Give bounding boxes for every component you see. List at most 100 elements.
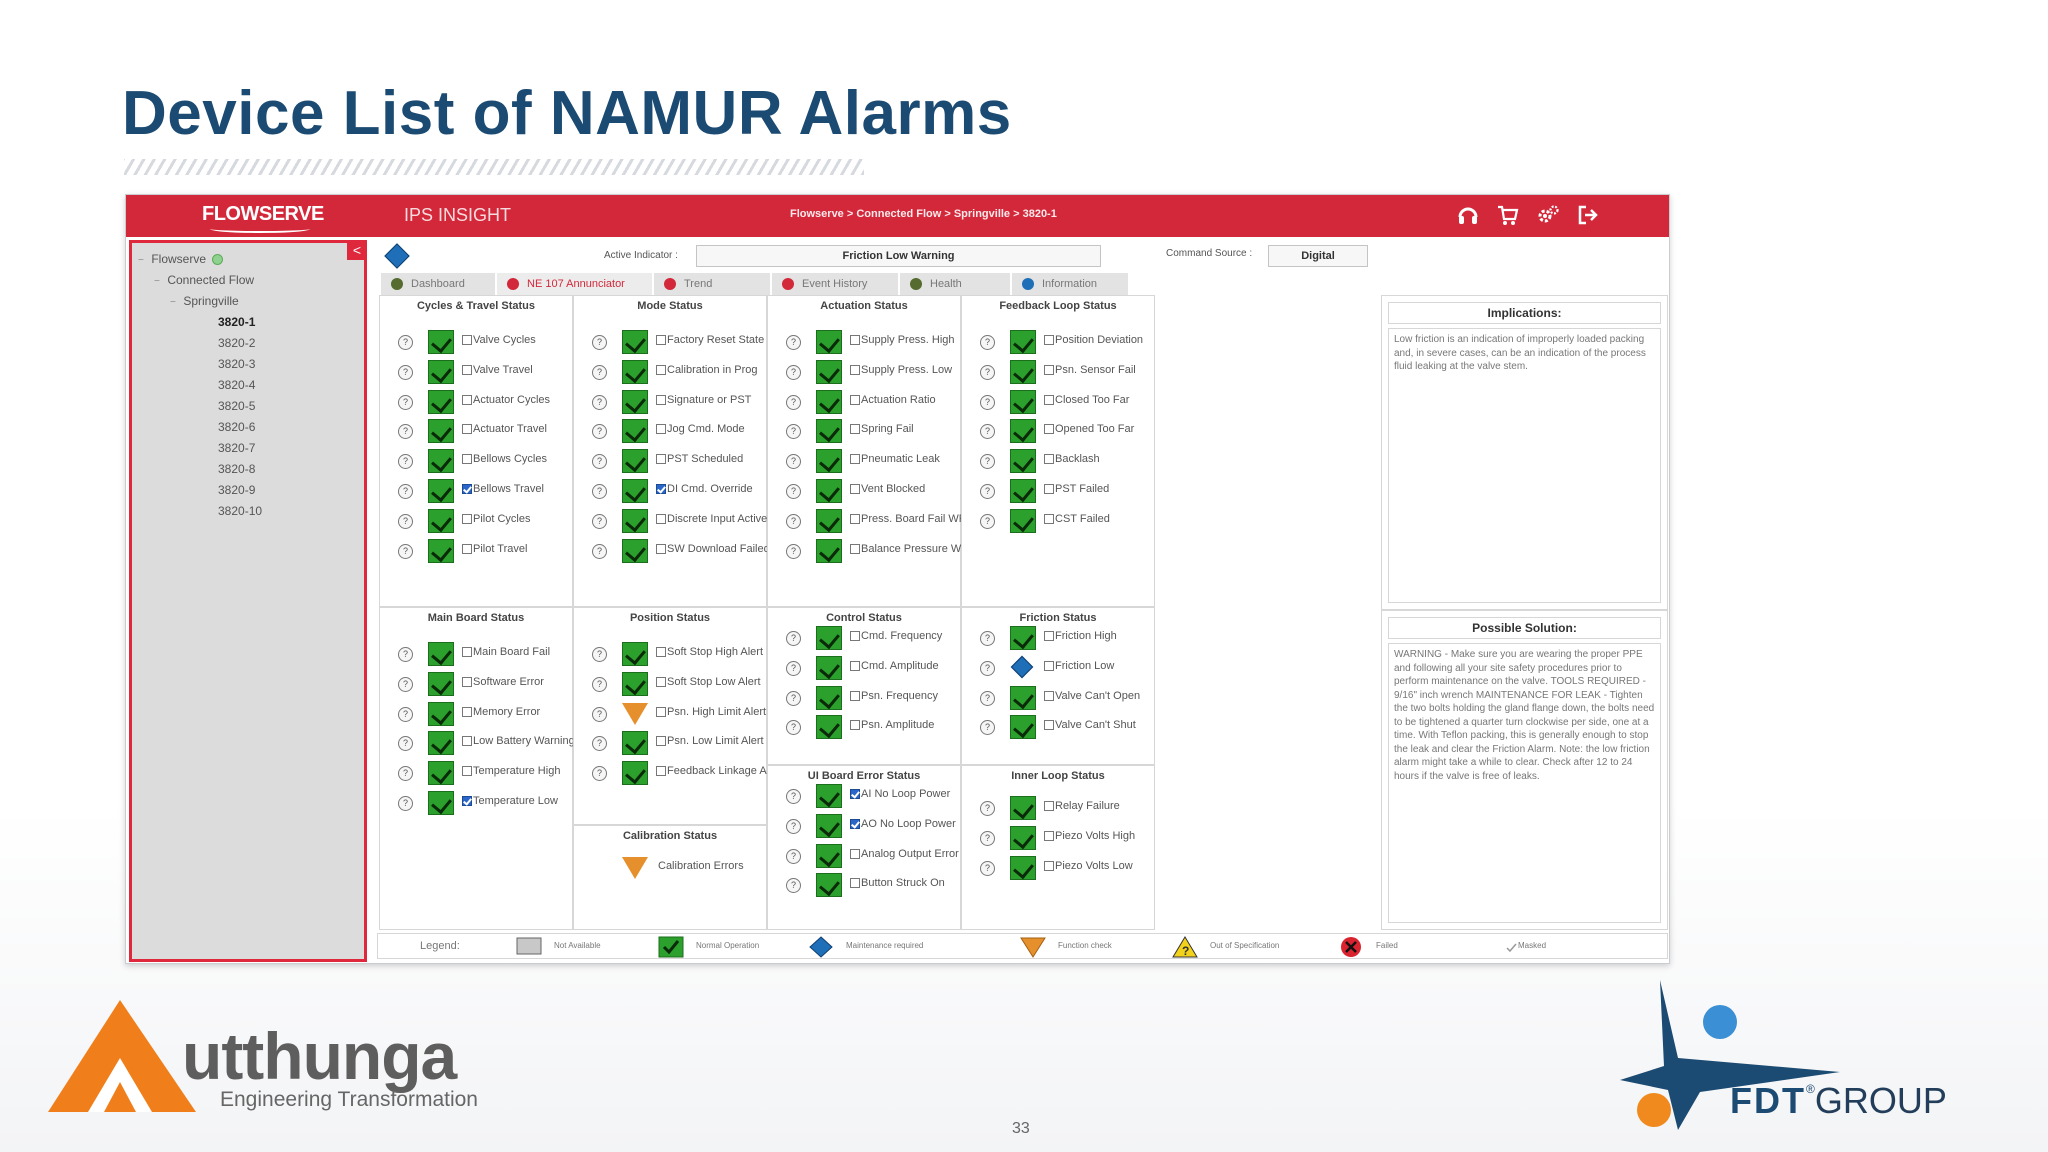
help-icon[interactable]: ?	[786, 543, 801, 559]
help-icon[interactable]: ?	[980, 454, 995, 470]
mask-checkbox[interactable]	[1044, 394, 1054, 405]
help-icon[interactable]: ?	[980, 424, 995, 440]
mask-checkbox[interactable]	[850, 690, 860, 701]
tree-item[interactable]: 3820-6	[138, 417, 262, 438]
mask-checkbox[interactable]	[850, 454, 860, 465]
help-icon[interactable]: ?	[786, 364, 801, 380]
tree-item[interactable]: 3820-2	[138, 333, 262, 354]
help-icon[interactable]: ?	[592, 543, 607, 559]
logout-icon[interactable]	[1575, 202, 1601, 228]
mask-checkbox[interactable]	[1044, 454, 1054, 465]
cart-icon[interactable]	[1495, 202, 1521, 228]
mask-checkbox[interactable]	[1044, 720, 1054, 731]
settings-icon[interactable]	[1535, 202, 1561, 228]
help-icon[interactable]: ?	[398, 796, 413, 811]
help-icon[interactable]: ?	[398, 364, 413, 380]
mask-checkbox[interactable]	[656, 766, 666, 777]
tree-toggle-icon[interactable]: −	[154, 276, 160, 287]
mask-checkbox[interactable]	[656, 484, 666, 494]
mask-checkbox[interactable]	[1044, 484, 1054, 494]
help-icon[interactable]: ?	[980, 660, 995, 676]
mask-checkbox[interactable]	[656, 424, 666, 435]
help-icon[interactable]: ?	[980, 364, 995, 380]
mask-checkbox[interactable]	[462, 513, 472, 524]
help-icon[interactable]: ?	[398, 424, 413, 440]
help-icon[interactable]: ?	[786, 789, 801, 804]
collapse-sidebar-button[interactable]: <	[347, 240, 367, 260]
mask-checkbox[interactable]	[462, 766, 472, 777]
help-icon[interactable]: ?	[398, 736, 413, 752]
mask-checkbox[interactable]	[656, 454, 666, 465]
mask-checkbox[interactable]	[850, 631, 860, 641]
mask-checkbox[interactable]	[850, 720, 860, 731]
help-icon[interactable]: ?	[980, 830, 995, 846]
help-icon[interactable]: ?	[592, 335, 607, 350]
help-icon[interactable]: ?	[398, 513, 413, 529]
mask-checkbox[interactable]	[462, 543, 472, 554]
help-icon[interactable]: ?	[786, 818, 801, 834]
tree-item[interactable]: 3820-8	[138, 459, 262, 480]
mask-checkbox[interactable]	[656, 335, 666, 345]
tab-health[interactable]: Health	[900, 273, 1012, 295]
help-icon[interactable]: ?	[786, 454, 801, 470]
help-icon[interactable]: ?	[592, 766, 607, 782]
help-icon[interactable]: ?	[398, 647, 413, 662]
mask-checkbox[interactable]	[1044, 335, 1054, 345]
help-icon[interactable]: ?	[980, 801, 995, 816]
mask-checkbox[interactable]	[462, 364, 472, 375]
tree-item[interactable]: 3820-9	[138, 480, 262, 501]
mask-checkbox[interactable]	[850, 513, 860, 524]
mask-checkbox[interactable]	[656, 513, 666, 524]
help-icon[interactable]: ?	[398, 676, 413, 692]
tree-item[interactable]: 3820-4	[138, 375, 262, 396]
help-icon[interactable]: ?	[592, 706, 607, 722]
help-icon[interactable]: ?	[980, 631, 995, 646]
help-icon[interactable]: ?	[980, 394, 995, 410]
mask-checkbox[interactable]	[656, 543, 666, 554]
help-icon[interactable]: ?	[786, 394, 801, 410]
mask-checkbox[interactable]	[850, 364, 860, 375]
help-icon[interactable]: ?	[398, 454, 413, 470]
help-icon[interactable]: ?	[786, 720, 801, 736]
tab-trend[interactable]: Trend	[654, 273, 772, 295]
flowserve-logo[interactable]: FLOWSERVE	[202, 203, 324, 225]
help-icon[interactable]: ?	[592, 513, 607, 529]
tab-event-history[interactable]: Event History	[772, 273, 900, 295]
mask-checkbox[interactable]	[656, 364, 666, 375]
mask-checkbox[interactable]	[462, 424, 472, 435]
help-icon[interactable]: ?	[786, 424, 801, 440]
mask-checkbox[interactable]	[462, 647, 472, 657]
help-icon[interactable]: ?	[786, 690, 801, 706]
headset-icon[interactable]	[1455, 202, 1481, 228]
help-icon[interactable]: ?	[592, 484, 607, 499]
mask-checkbox[interactable]	[462, 454, 472, 465]
mask-checkbox[interactable]	[850, 660, 860, 671]
help-icon[interactable]: ?	[398, 766, 413, 782]
help-icon[interactable]: ?	[398, 543, 413, 559]
help-icon[interactable]: ?	[398, 394, 413, 410]
mask-checkbox[interactable]	[1044, 513, 1054, 524]
mask-checkbox[interactable]	[462, 676, 472, 687]
mask-checkbox[interactable]	[656, 676, 666, 687]
mask-checkbox[interactable]	[462, 335, 472, 345]
help-icon[interactable]: ?	[592, 647, 607, 662]
help-icon[interactable]: ?	[786, 878, 801, 894]
mask-checkbox[interactable]	[850, 484, 860, 494]
mask-checkbox[interactable]	[850, 394, 860, 405]
help-icon[interactable]: ?	[592, 676, 607, 692]
tree-item[interactable]: − Connected Flow	[138, 270, 262, 291]
mask-checkbox[interactable]	[1044, 364, 1054, 375]
help-icon[interactable]: ?	[592, 364, 607, 380]
mask-checkbox[interactable]	[1044, 631, 1054, 641]
mask-checkbox[interactable]	[1044, 801, 1054, 811]
help-icon[interactable]: ?	[980, 690, 995, 706]
mask-checkbox[interactable]	[850, 424, 860, 435]
help-icon[interactable]: ?	[592, 454, 607, 470]
mask-checkbox[interactable]	[850, 543, 860, 554]
mask-checkbox[interactable]	[656, 706, 666, 717]
help-icon[interactable]: ?	[398, 484, 413, 499]
tab-ne-107-annunciator[interactable]: NE 107 Annunciator	[497, 273, 654, 295]
help-icon[interactable]: ?	[398, 706, 413, 722]
tree-item[interactable]: 3820-3	[138, 354, 262, 375]
tree-item[interactable]: 3820-7	[138, 438, 262, 459]
